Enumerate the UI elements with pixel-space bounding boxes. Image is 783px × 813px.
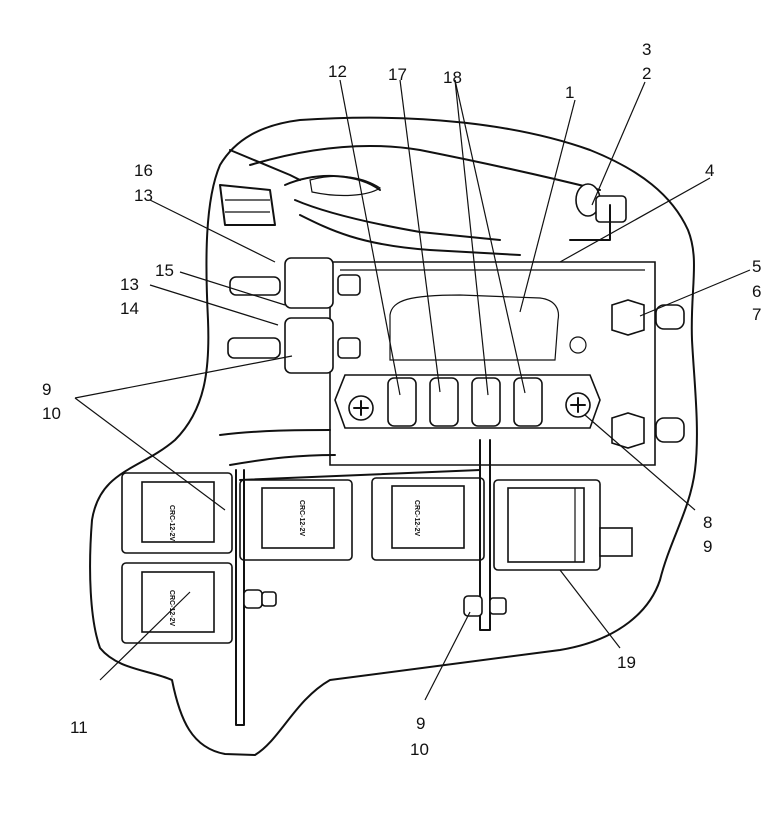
callout-13-top: 13 [134,186,153,205]
mounting-bracket [329,261,656,466]
relay-left-lower: CRC-12-2V [121,562,233,644]
svg-text:CRC-12-2V: CRC-12-2V [298,500,305,537]
component-19 [493,479,633,571]
callout-9-bottom: 9 [416,714,425,733]
callout-3: 3 [642,40,651,59]
bolt-group-5-6-7 [611,299,685,449]
lower-cables [219,429,481,481]
callout-13-mid: 13 [120,275,139,294]
callout-9-left: 9 [42,380,51,399]
callout-5: 5 [752,257,761,276]
callout-10-bottom: 10 [410,740,429,759]
callout-14: 14 [120,299,139,318]
callout-10-left: 10 [42,404,61,423]
callout-7: 7 [752,305,761,324]
relay-middle: CRC-12-2V [239,479,353,561]
callout-15: 15 [155,261,174,280]
fuse-block [334,374,601,429]
callout-1: 1 [565,83,574,102]
svg-text:CRC-12-2V: CRC-12-2V [168,505,175,542]
callout-4: 4 [705,161,714,180]
callout-9-right: 9 [703,537,712,556]
terminal-posts [227,257,361,374]
callout-17: 17 [388,65,407,84]
small-bolts [243,589,507,617]
callout-12: 12 [328,62,347,81]
bolt-assembly-2-3 [569,183,627,241]
callout-16: 16 [134,161,153,180]
callout-19: 19 [617,653,636,672]
callout-6: 6 [752,282,761,301]
leader-lines [74,79,751,701]
callout-18: 18 [443,68,462,87]
callout-2: 2 [642,64,651,83]
svg-text:CRC-12-2V: CRC-12-2V [413,500,420,537]
housing-outline [89,116,698,756]
callout-8: 8 [703,513,712,532]
svg-text:CRC-12-2V: CRC-12-2V [168,590,175,627]
relay-left-upper: CRC-12-2V [121,472,233,554]
callout-11: 11 [70,718,88,737]
relay-right: CRC-12-2V [371,477,485,561]
